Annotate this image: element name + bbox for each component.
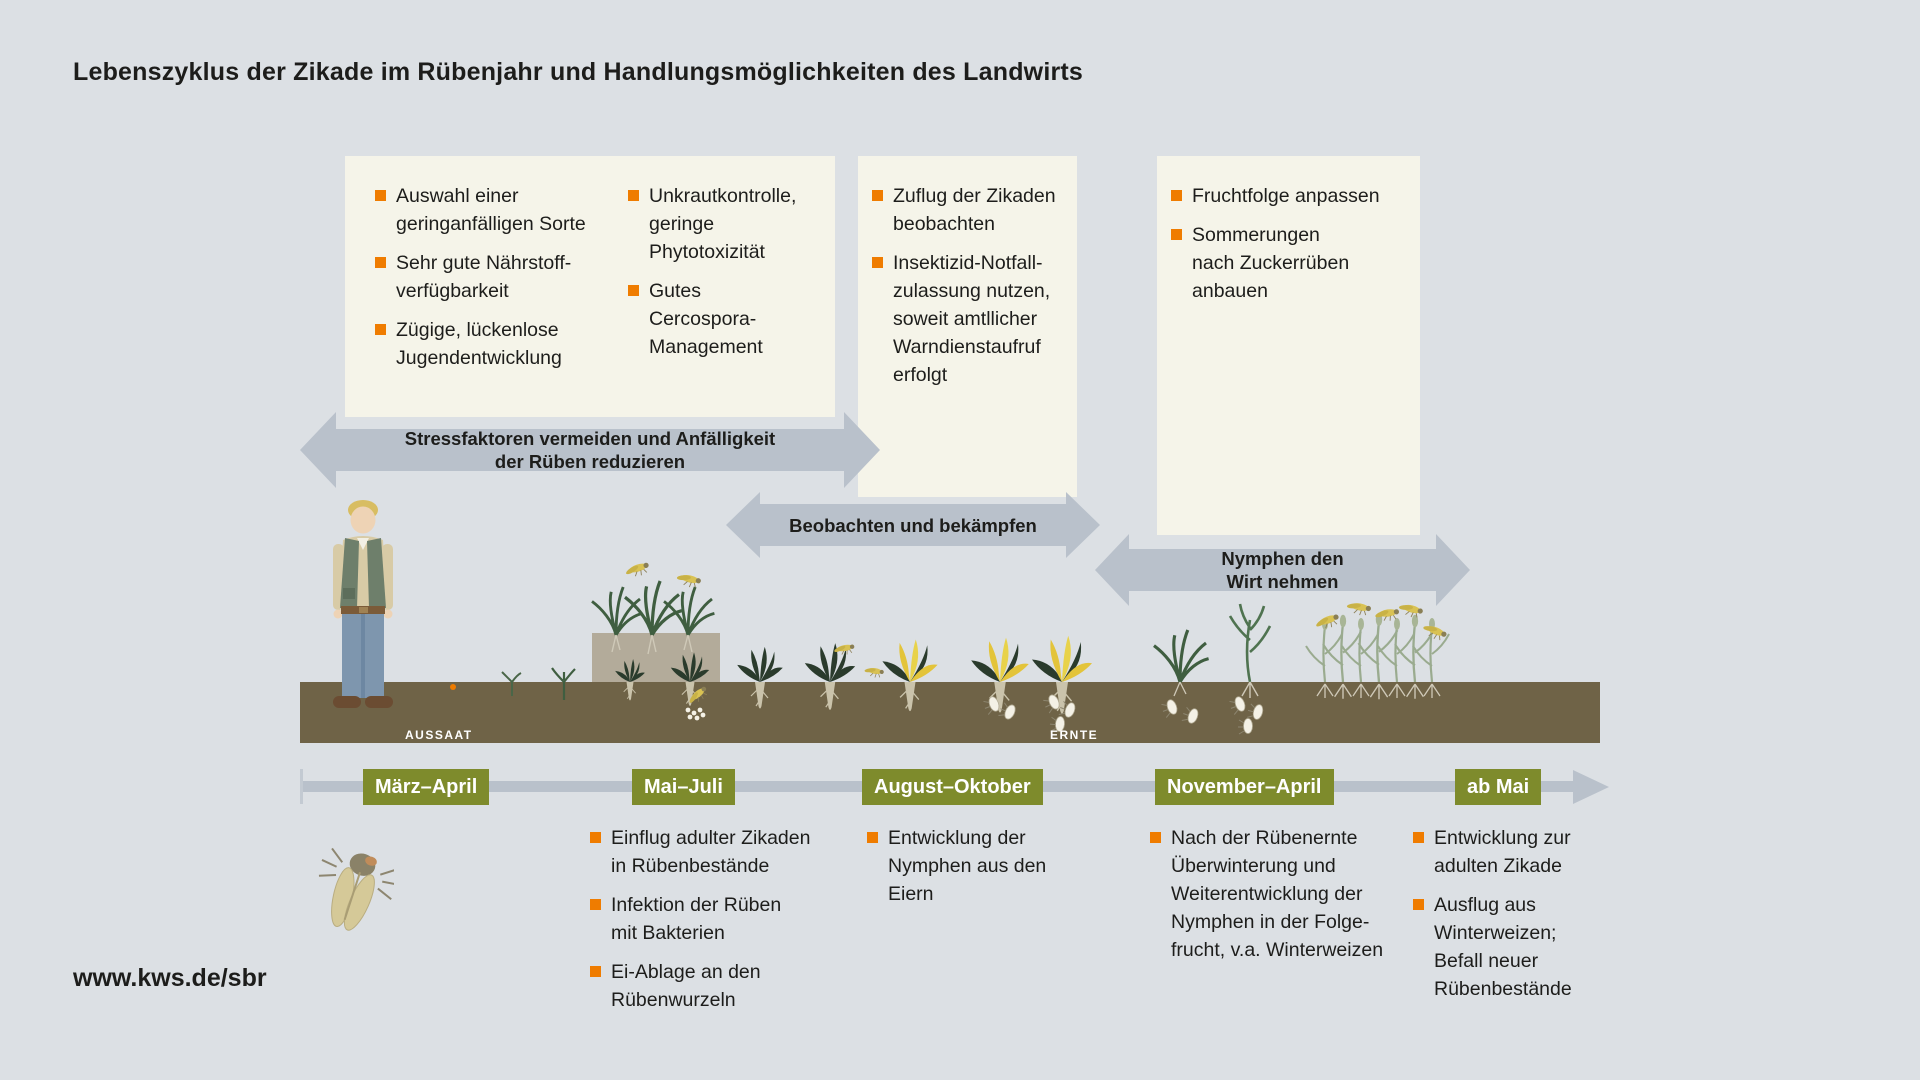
bullet-square-icon — [1413, 899, 1424, 910]
measures-box-sowing: Auswahl einer geringanfälligen Sorte Seh… — [345, 156, 835, 417]
double-arrow-shape — [726, 492, 1100, 558]
list-item-text: Ausflug aus Winterweizen; Befall neuer R… — [1434, 894, 1572, 1000]
bullet-square-icon — [375, 190, 386, 201]
bullet-square-icon — [590, 966, 601, 977]
bullet-square-icon — [1171, 229, 1182, 240]
measures-box-rotation: Fruchtfolge anpassen Sommerungen nach Zu… — [1157, 156, 1420, 535]
seedling — [551, 667, 576, 700]
list-item: Gutes Cercospora- Management — [628, 277, 828, 361]
list-item: Sommerungen nach Zuckerrüben anbauen — [1171, 221, 1410, 305]
egg-cluster — [685, 707, 706, 721]
timeline-label-august-oktober: August–Oktober — [862, 769, 1043, 805]
bullet-square-icon — [1171, 190, 1182, 201]
bullet-square-icon — [867, 832, 878, 843]
list-item: Infektion der Rüben mit Bakterien — [590, 891, 880, 947]
cicada-icon — [1396, 601, 1425, 620]
bullet-square-icon — [872, 190, 883, 201]
soil-strip — [300, 682, 1600, 743]
farmer-face — [350, 506, 376, 534]
list-item-text: Entwicklung der Nymphen aus den Eiern — [888, 827, 1047, 905]
list-item: Ei-Ablage an den Rübenwurzeln — [590, 958, 880, 1014]
list-item: Ausflug aus Winterweizen; Befall neuer R… — [1413, 891, 1623, 1003]
weed-grass — [590, 579, 716, 655]
timeline-label-november-april: November–April — [1155, 769, 1334, 805]
timeline-label-ab-mai: ab Mai — [1455, 769, 1542, 805]
phase-list-november-april: Nach der Rübenernte Überwinterung und We… — [1150, 824, 1420, 975]
measures-list: Unkrautkontrolle, geringe Phytotoxizität… — [628, 182, 828, 399]
field-illustration: AUSSAAT ERNTE — [300, 500, 1600, 743]
list-item: Unkrautkontrolle, geringe Phytotoxizität — [628, 182, 828, 266]
phase-arrow-stress: Stressfaktoren vermeiden und Anfälligkei… — [300, 412, 880, 488]
farmer-illustration — [333, 500, 393, 708]
list-item-text: Auswahl einer geringanfälligen Sorte — [396, 185, 586, 235]
cicada-icon — [318, 847, 394, 931]
phase-list-mai-juli: Einflug adulter Zikaden in Rübenbestände… — [590, 824, 880, 1025]
list-item-text: Einflug adulter Zikaden in Rübenbestände — [611, 827, 811, 877]
list-item: Sehr gute Nährstoff- verfügbarkeit — [375, 249, 600, 305]
list-item: Zügige, lückenlose Jugendentwicklung — [375, 316, 600, 372]
phase-arrow-label: Nymphen den Wirt nehmen — [1221, 548, 1344, 592]
website-link[interactable]: www.kws.de/sbr — [73, 964, 267, 992]
cicada-icon — [1313, 611, 1342, 633]
list-item-text: Zügige, lückenlose Jugendentwicklung — [396, 319, 562, 369]
phase-arrow-nymphs: Nymphen den Wirt nehmen — [1095, 534, 1470, 606]
list-item-text: Ei-Ablage an den Rübenwurzeln — [611, 961, 761, 1011]
list-item: Nach der Rübenernte Überwinterung und We… — [1150, 824, 1420, 964]
phase-arrow-label: Stressfaktoren vermeiden und Anfälligkei… — [404, 428, 776, 472]
phase-arrow-observe: Beobachten und bekämpfen — [726, 492, 1100, 558]
phase-arrow-label: Beobachten und bekämpfen — [789, 514, 1037, 536]
list-item-text: Insektizid-Notfall- zulassung nutzen, so… — [893, 252, 1051, 386]
timeline-start-tick — [300, 769, 303, 804]
bullet-square-icon — [872, 257, 883, 268]
double-arrow-shape — [1095, 534, 1470, 606]
cicada-icon — [674, 571, 703, 590]
list-item-text: Sommerungen nach Zuckerrüben anbauen — [1192, 224, 1350, 302]
list-item-text: Sehr gute Nährstoff- verfügbarkeit — [396, 252, 572, 302]
list-item-text: Infektion der Rüben mit Bakterien — [611, 894, 782, 944]
list-item-text: Zuflug der Zikaden beobachten — [893, 185, 1056, 235]
bullet-square-icon — [1413, 832, 1424, 843]
bullet-square-icon — [590, 832, 601, 843]
cicada-icon — [623, 560, 652, 581]
seed-dot — [450, 684, 456, 690]
measures-list: Auswahl einer geringanfälligen Sorte Seh… — [375, 182, 600, 399]
list-item: Einflug adulter Zikaden in Rübenbestände — [590, 824, 880, 880]
timeline-arrowhead-icon — [1573, 770, 1609, 804]
list-item: Entwicklung zur adulten Zikade — [1413, 824, 1623, 880]
double-arrow-shape — [300, 412, 880, 488]
beet-plant-egglaying — [670, 652, 711, 721]
harvest-label: ERNTE — [1050, 728, 1098, 742]
timeline-label-mai-juli: Mai–Juli — [632, 769, 735, 805]
list-item-text: Unkrautkontrolle, geringe Phytotoxizität — [649, 185, 797, 263]
list-item-text: Nach der Rübenernte Überwinterung und We… — [1171, 827, 1384, 961]
measures-list: Zuflug der Zikaden beobachten Insektizid… — [872, 182, 1067, 389]
phase-list-august-oktober: Entwicklung der Nymphen aus den Eiern — [867, 824, 1122, 919]
list-item: Insektizid-Notfall- zulassung nutzen, so… — [872, 249, 1067, 389]
bullet-square-icon — [628, 190, 639, 201]
bullet-square-icon — [375, 324, 386, 335]
measures-list: Fruchtfolge anpassen Sommerungen nach Zu… — [1171, 182, 1410, 305]
page-title: Lebenszyklus der Zikade im Rübenjahr und… — [73, 58, 1084, 86]
list-item-text: Entwicklung zur adulten Zikade — [1434, 827, 1571, 877]
list-item: Entwicklung der Nymphen aus den Eiern — [867, 824, 1122, 908]
cicada-icon — [1344, 600, 1373, 618]
bullet-square-icon — [1150, 832, 1161, 843]
bullet-square-icon — [628, 285, 639, 296]
list-item-text: Gutes Cercospora- Management — [649, 280, 763, 358]
list-item-text: Fruchtfolge anpassen — [1192, 185, 1380, 207]
cereal-plant-nymphs — [1227, 603, 1272, 735]
phase-list-ab-mai: Entwicklung zur adulten Zikade Ausflug a… — [1413, 824, 1623, 1014]
cicada-icon — [863, 665, 885, 679]
bullet-square-icon — [590, 899, 601, 910]
list-item: Fruchtfolge anpassen — [1171, 182, 1410, 210]
sowing-label: AUSSAAT — [405, 728, 473, 742]
bullet-square-icon — [375, 257, 386, 268]
grass-tuft-nymphs — [1152, 628, 1211, 726]
list-item: Zuflug der Zikaden beobachten — [872, 182, 1067, 238]
list-item: Auswahl einer geringanfälligen Sorte — [375, 182, 600, 238]
seedling — [501, 671, 522, 696]
timeline-label-maerz-april: März–April — [363, 769, 490, 805]
measures-box-monitoring: Zuflug der Zikaden beobachten Insektizid… — [858, 156, 1077, 497]
